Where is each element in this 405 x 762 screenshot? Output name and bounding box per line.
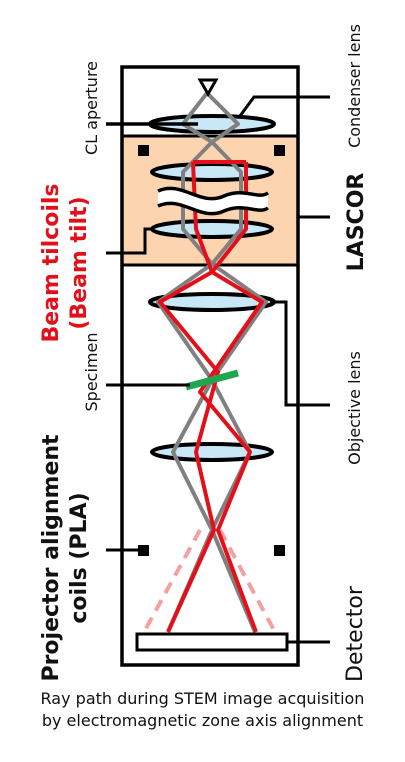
- objective-leader: [270, 300, 330, 407]
- cl-aperture-label: CL aperture: [82, 61, 101, 155]
- projector-coil-right: [274, 545, 285, 556]
- condenser-lens-label: Condenser lens: [345, 24, 364, 148]
- beam-tilt-lens-lower: [150, 219, 274, 239]
- red-ray-left: [158, 161, 220, 633]
- projector-sublabel: coils (PLA): [67, 492, 92, 623]
- beam-tiltcoils-label: Beam tilcoils: [39, 183, 64, 342]
- electron-source-icon: [197, 78, 219, 98]
- beam-tilt-sublabel: (Beam tilt): [67, 196, 92, 329]
- projector-label: Projector alignment: [39, 434, 64, 682]
- detector-box: [135, 632, 289, 652]
- specimen-bar: [185, 369, 239, 391]
- specimen-label: Specimen: [82, 333, 101, 412]
- beam-tilt-coil-right: [274, 145, 285, 156]
- projector-lens: [150, 442, 274, 462]
- beam-tilt-lens-upper: [150, 162, 274, 182]
- condenser-leader: [238, 95, 330, 117]
- break-line-bottom: [157, 201, 270, 216]
- figure-caption: Ray path during STEM image acquisition b…: [0, 688, 405, 732]
- break-line-top: [157, 186, 270, 201]
- objective-lens-label: Objective lens: [345, 351, 364, 465]
- beam-tilt-leader: [122, 227, 152, 255]
- caption-line-2: by electromagnetic zone axis alignment: [41, 711, 364, 730]
- projector-coil-left: [138, 545, 149, 556]
- beam-tilt-coil-left: [138, 145, 149, 156]
- red-ray-right: [198, 162, 264, 633]
- detector-label: Detector: [343, 585, 368, 682]
- lascor-label: LASCOR: [344, 173, 369, 272]
- caption-line-1: Ray path during STEM image acquisition: [40, 689, 365, 708]
- microscope-column: [120, 65, 300, 667]
